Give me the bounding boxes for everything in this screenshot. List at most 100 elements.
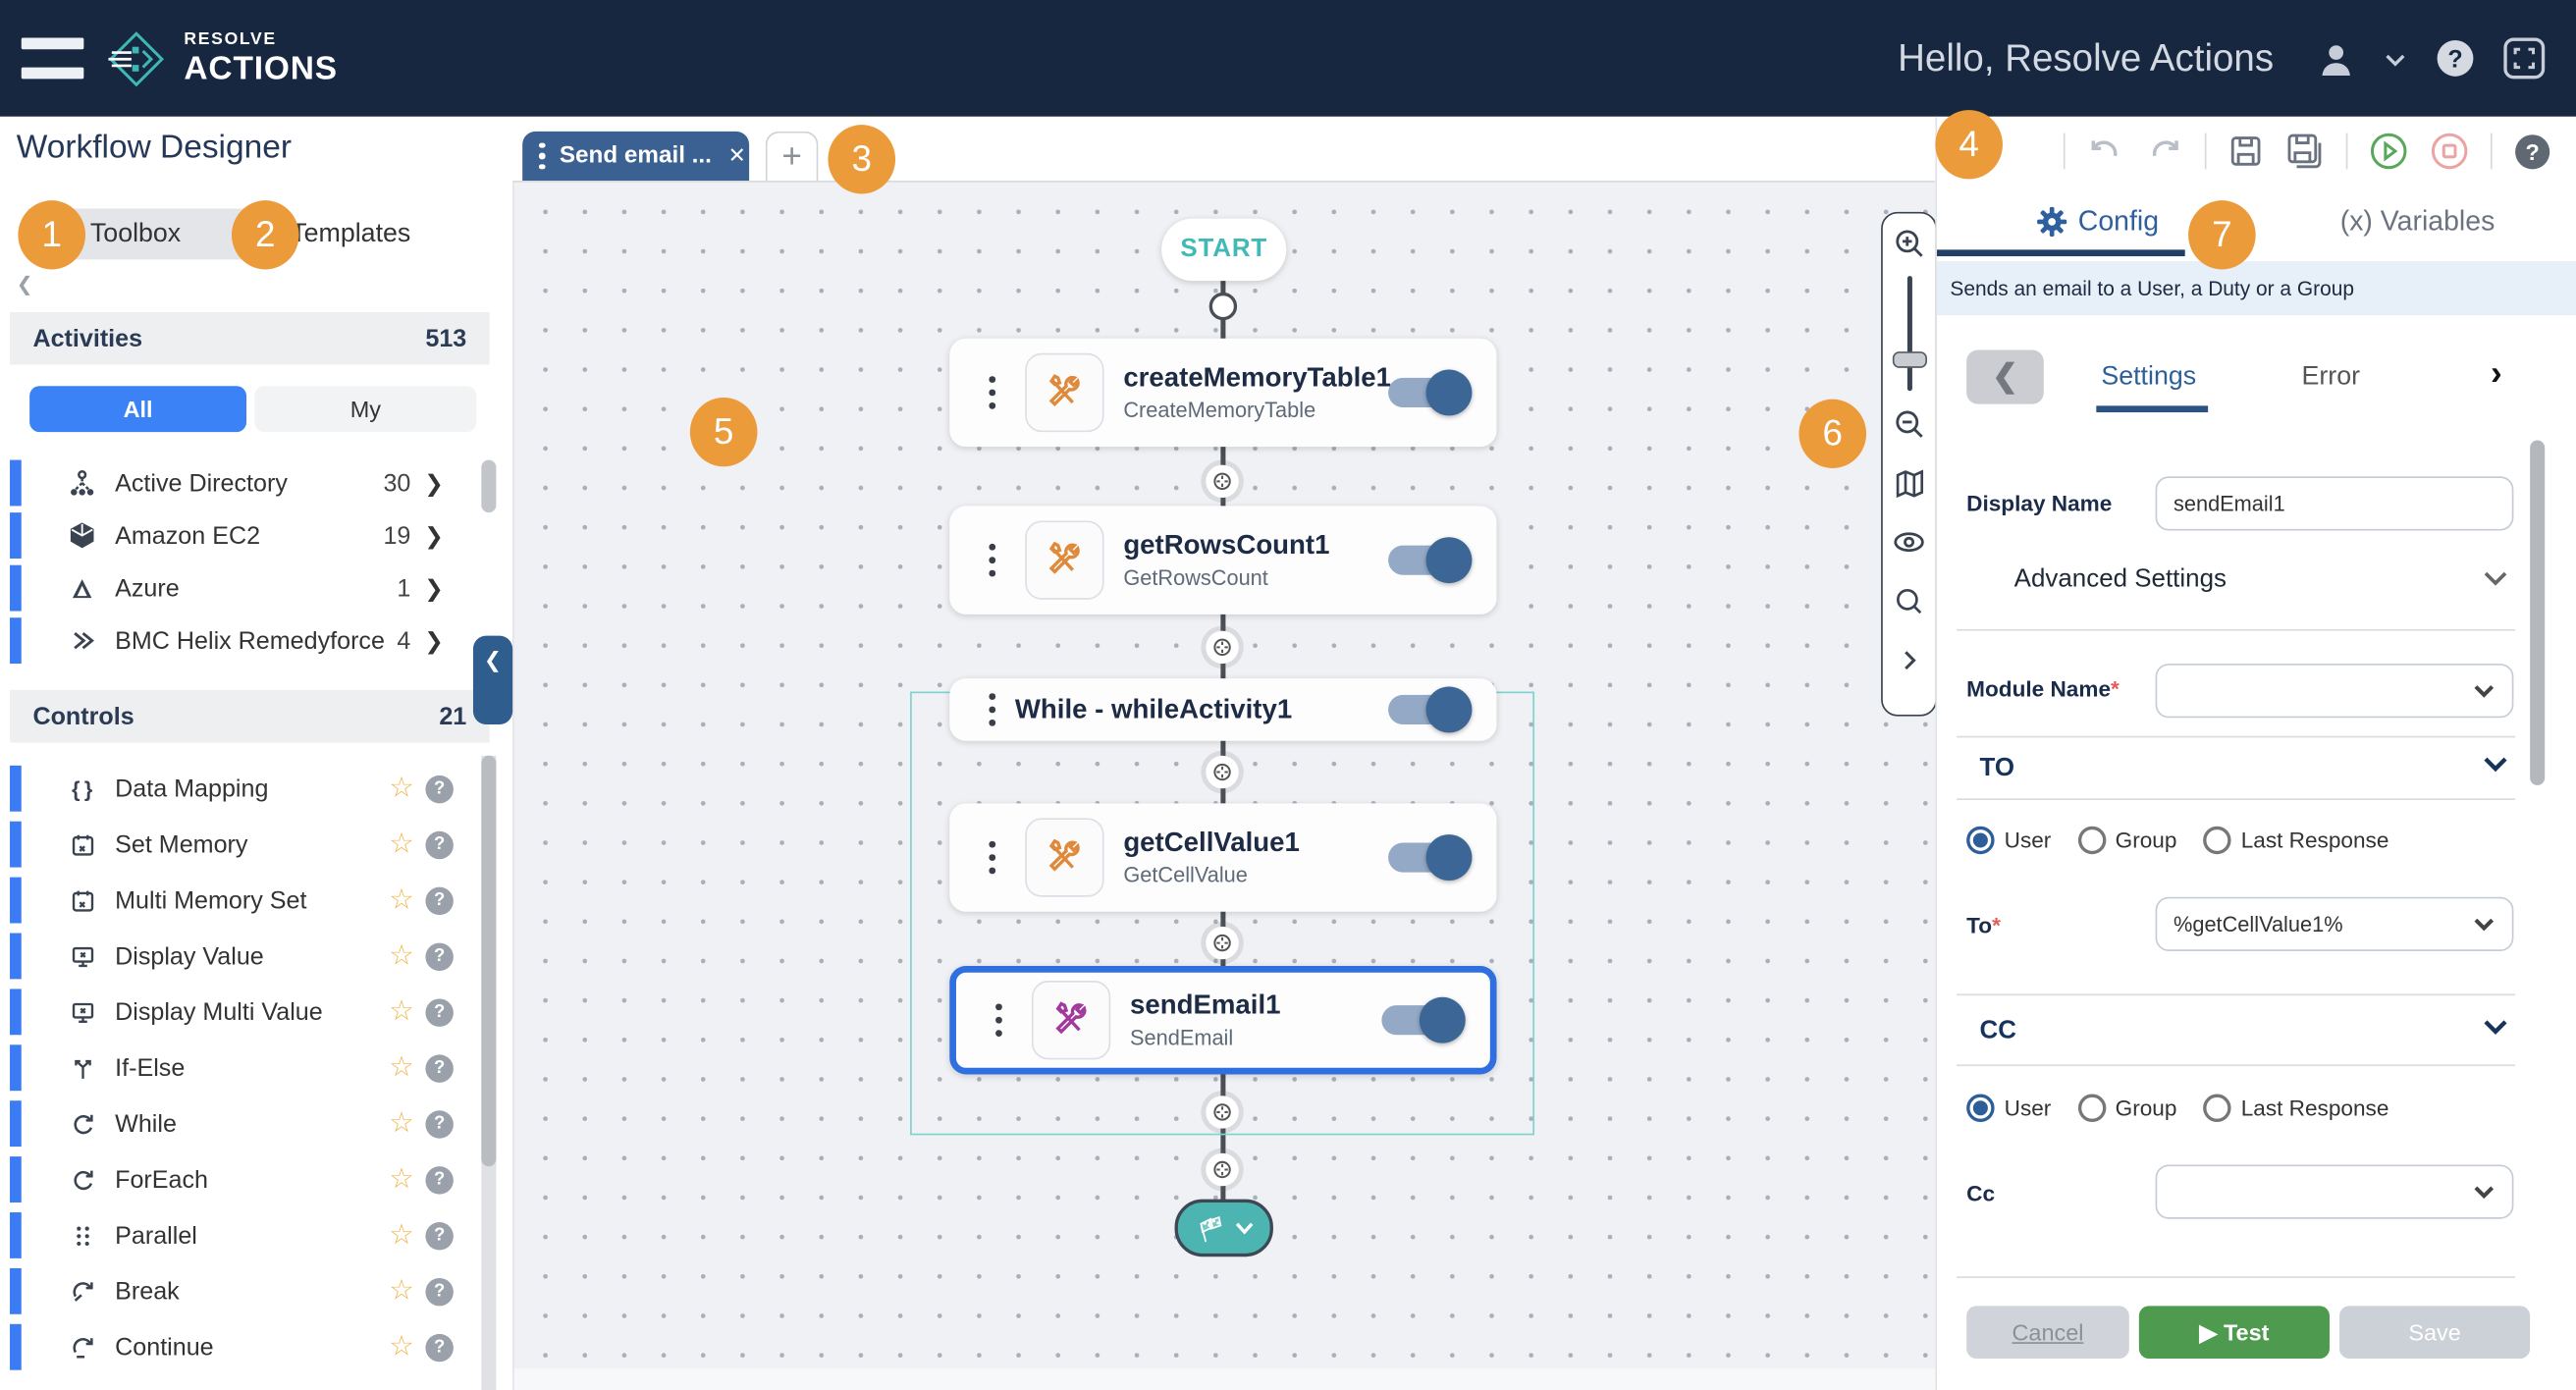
star-icon[interactable]: ☆	[389, 1051, 414, 1083]
cc-section-header[interactable]: CC	[1979, 1016, 2017, 1045]
cc-select[interactable]	[2155, 1164, 2514, 1219]
chevron-down-icon[interactable]	[2473, 916, 2496, 933]
stop-icon[interactable]	[2430, 132, 2469, 171]
chevron-right-icon[interactable]: ❯	[424, 626, 444, 654]
to-section-header[interactable]: TO	[1979, 754, 2015, 782]
controls-scrollbar-thumb[interactable]	[481, 755, 497, 1167]
chevron-down-icon[interactable]	[2483, 1019, 2509, 1037]
tab-variables[interactable]: (x) Variables	[2339, 205, 2496, 237]
sidebar-item-break[interactable]: Break ☆ ?	[0, 1265, 486, 1318]
advanced-settings-label[interactable]: Advanced Settings	[2013, 564, 2227, 594]
undo-icon[interactable]	[2086, 133, 2123, 170]
close-tab-icon[interactable]: ✕	[727, 142, 746, 168]
star-icon[interactable]: ☆	[389, 1274, 414, 1307]
chevron-right-icon[interactable]: ❯	[424, 573, 444, 601]
help-icon[interactable]: ?	[425, 941, 454, 971]
node-kebab-icon[interactable]	[989, 841, 995, 874]
cancel-button[interactable]: Cancel	[1966, 1306, 2129, 1359]
controls-section-header[interactable]: Controls 21	[10, 689, 490, 743]
tab-templates[interactable]: Templates	[291, 219, 411, 247]
zoom-slider[interactable]	[1892, 276, 1927, 392]
minimap-icon[interactable]	[1892, 454, 1926, 512]
radio-group[interactable]: Group	[2077, 826, 2176, 855]
save-all-icon[interactable]	[2285, 132, 2325, 171]
radio-last-response[interactable]: Last Response	[2203, 1094, 2388, 1122]
workflow-canvas[interactable]: START createMemoryTable1 CreateMemoryTab…	[512, 181, 1938, 1390]
sidebar-item-display-value[interactable]: Display Value ☆ ?	[0, 930, 486, 983]
star-icon[interactable]: ☆	[389, 1162, 414, 1195]
help-icon[interactable]: ?	[425, 997, 454, 1027]
chevron-down-icon[interactable]	[2483, 570, 2509, 588]
help-icon[interactable]: ?	[425, 829, 454, 859]
help-icon[interactable]: ?	[2513, 133, 2550, 170]
chevron-right-icon[interactable]: ❯	[424, 468, 444, 496]
node-kebab-icon[interactable]	[995, 1003, 1002, 1037]
activities-scrollbar[interactable]	[481, 459, 497, 513]
sidebar-item-set-memory[interactable]: Set Memory ☆ ?	[0, 818, 486, 871]
collapse-chevron-icon[interactable]: ❮	[16, 272, 33, 296]
help-icon[interactable]: ?	[425, 885, 454, 915]
help-icon[interactable]: ?	[425, 1165, 454, 1194]
node-enabled-toggle[interactable]	[1388, 369, 1473, 416]
connector-point[interactable]	[1206, 630, 1239, 665]
radio-last-response[interactable]: Last Response	[2203, 826, 2388, 855]
zoom-slider-handle[interactable]	[1892, 351, 1927, 368]
node-enabled-toggle[interactable]	[1388, 537, 1473, 584]
panel-scrollbar[interactable]	[2530, 440, 2546, 785]
connector-point[interactable]	[1206, 926, 1239, 960]
node-get-rows-count[interactable]: getRowsCount1 GetRowsCount	[949, 506, 1497, 615]
sidebar-item-foreach[interactable]: ForEach ☆ ?	[0, 1153, 486, 1206]
sidebar-item-azure[interactable]: Azure 1 ❯	[0, 561, 486, 615]
node-enabled-toggle[interactable]	[1388, 686, 1473, 733]
help-icon[interactable]: ?	[425, 1109, 454, 1138]
sidebar-collapse-handle[interactable]: ❮	[472, 635, 513, 725]
star-icon[interactable]: ☆	[389, 883, 414, 916]
zoom-in-icon[interactable]	[1892, 214, 1926, 273]
star-icon[interactable]: ☆	[389, 1330, 414, 1363]
node-send-email[interactable]: sendEmail1 SendEmail	[949, 966, 1497, 1075]
node-enabled-toggle[interactable]	[1381, 996, 1466, 1043]
hamburger-menu-icon[interactable]	[21, 20, 84, 97]
help-icon[interactable]: ?	[425, 1221, 454, 1250]
chevron-down-icon[interactable]	[2483, 756, 2509, 774]
tab-config[interactable]: Config	[1937, 188, 2257, 254]
chevron-right-icon[interactable]: ❯	[424, 521, 444, 549]
sidebar-item-amazon-ec2[interactable]: Amazon EC2 19 ❯	[0, 509, 486, 562]
fullscreen-icon[interactable]	[2502, 36, 2547, 80]
star-icon[interactable]: ☆	[389, 772, 414, 804]
radio-user[interactable]: User	[1966, 826, 2051, 855]
sidebar-item-multi-memory-set[interactable]: Multi Memory Set ☆ ?	[0, 874, 486, 927]
help-icon[interactable]: ?	[425, 1277, 454, 1306]
star-icon[interactable]: ☆	[389, 1218, 414, 1251]
sidebar-item-while[interactable]: While ☆ ?	[0, 1097, 486, 1150]
node-kebab-icon[interactable]	[989, 376, 995, 409]
subtab-settings[interactable]: Settings	[2101, 362, 2197, 392]
node-enabled-toggle[interactable]	[1388, 834, 1473, 881]
sidebar-item-display-multi-value[interactable]: Display Multi Value ☆ ?	[0, 986, 486, 1039]
sidebar-item-continue[interactable]: Continue ☆ ?	[0, 1320, 486, 1373]
subtab-back-button[interactable]: ❮	[1966, 349, 2044, 404]
connector-point[interactable]	[1206, 1096, 1239, 1129]
sidebar-item-if-else[interactable]: If-Else ☆ ?	[0, 1042, 486, 1095]
node-create-memory-table[interactable]: createMemoryTable1 CreateMemoryTable	[949, 338, 1497, 448]
node-while-activity[interactable]: While - whileActivity1	[949, 678, 1497, 741]
connector-point[interactable]	[1208, 292, 1238, 321]
subtab-next-icon[interactable]: ›	[2490, 354, 2502, 393]
save-icon[interactable]	[2227, 134, 2264, 170]
help-icon[interactable]: ?	[425, 1333, 454, 1362]
connector-point[interactable]	[1206, 464, 1239, 499]
chevron-down-icon[interactable]	[2473, 1184, 2496, 1201]
sidebar-item-active-directory[interactable]: Active Directory 30 ❯	[0, 456, 486, 509]
node-kebab-icon[interactable]	[989, 693, 995, 726]
user-avatar-icon[interactable]	[2317, 38, 2356, 78]
canvas-hscroll-area[interactable]	[513, 1368, 1936, 1390]
workflow-tab[interactable]: Send email ... ✕	[522, 131, 750, 182]
help-icon[interactable]: ?	[425, 1053, 454, 1082]
radio-group[interactable]: Group	[2077, 1094, 2176, 1122]
radio-user[interactable]: User	[1966, 1094, 2051, 1122]
star-icon[interactable]: ☆	[389, 828, 414, 860]
end-node[interactable]	[1174, 1199, 1273, 1257]
display-name-input[interactable]: sendEmail1	[2155, 476, 2514, 531]
sidebar-item-data-mapping[interactable]: { } Data Mapping ☆ ?	[0, 762, 486, 815]
filter-my-button[interactable]: My	[254, 386, 477, 433]
